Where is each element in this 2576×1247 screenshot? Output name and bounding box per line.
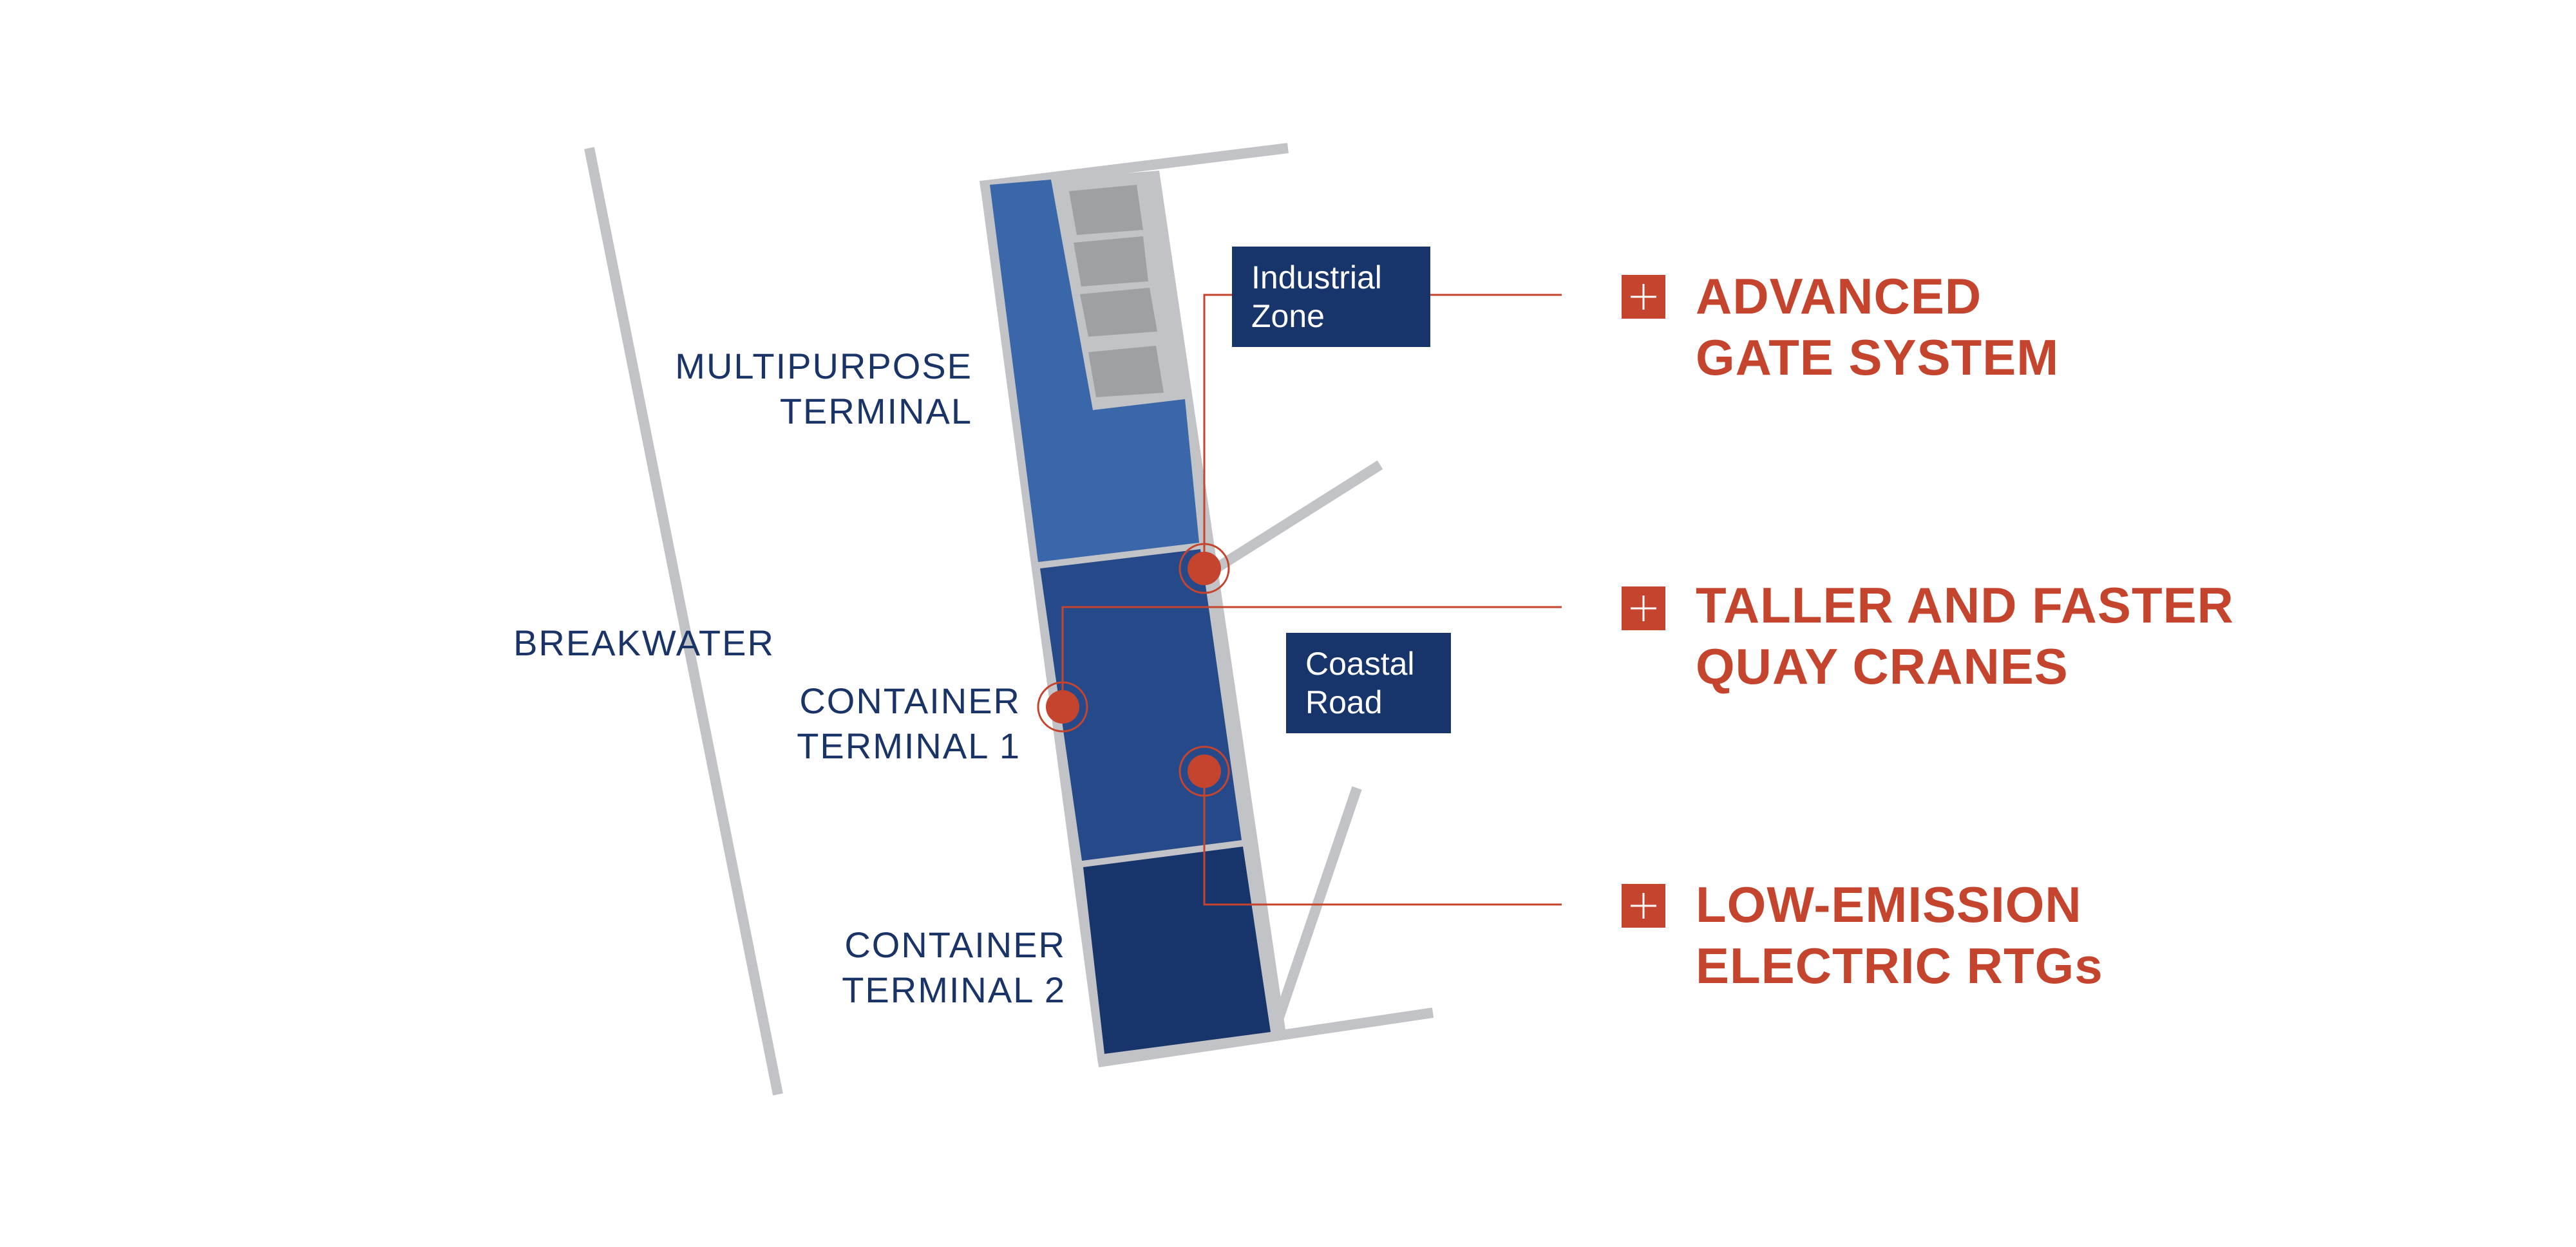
multipurpose-label-1: MULTIPURPOSE	[675, 346, 972, 386]
hotspot-gate[interactable]	[1179, 543, 1230, 594]
industrial-zone-label-1: Industrial	[1251, 259, 1382, 295]
industrial-block	[1074, 236, 1148, 286]
coastal-road-label-1: Coastal	[1305, 646, 1415, 682]
target-dot-icon	[1037, 681, 1088, 733]
pier-top-edge	[980, 143, 1289, 191]
feature-quay-cranes[interactable]: TALLER AND FASTER QUAY CRANES	[1622, 577, 2234, 695]
industrial-block	[1088, 346, 1164, 397]
container-terminal-1-area[interactable]	[1040, 549, 1242, 861]
target-dot-icon	[1179, 745, 1230, 797]
feature-rtgs-title-1: LOW-EMISSION	[1696, 876, 2082, 933]
feature-cranes-title-1: TALLER AND FASTER	[1696, 577, 2234, 633]
road-branch-lower	[1270, 786, 1362, 1031]
hotspot-rtgs[interactable]	[1179, 745, 1230, 797]
target-dot-icon	[1179, 543, 1230, 594]
ct2-label-2: TERMINAL 2	[842, 970, 1066, 1010]
feature-gate-title-1: ADVANCED	[1696, 268, 1982, 324]
breakwater-line	[584, 147, 783, 1096]
plus-square-icon[interactable]	[1622, 275, 1665, 319]
industrial-zone-label-2: Zone	[1251, 298, 1325, 334]
industrial-zone-box: Industrial Zone	[1232, 247, 1430, 347]
multipurpose-label-2: TERMINAL	[780, 391, 972, 431]
multipurpose-terminal-area[interactable]	[990, 180, 1199, 562]
industrial-block	[1069, 185, 1143, 235]
feature-rtgs-title-2: ELECTRIC RTGs	[1696, 937, 2103, 994]
road-branch-upper	[1202, 460, 1383, 579]
coastal-road-box: Coastal Road	[1286, 633, 1451, 733]
ct1-label-2: TERMINAL 1	[797, 726, 1021, 766]
feature-gate-title-2: GATE SYSTEM	[1696, 329, 2059, 386]
feature-electric-rtgs[interactable]: LOW-EMISSION ELECTRIC RTGs	[1622, 876, 2103, 994]
feature-cranes-title-2: QUAY CRANES	[1696, 638, 2069, 695]
leader-line-gate	[1203, 294, 1562, 568]
industrial-block	[1080, 288, 1157, 337]
ct1-label-1: CONTAINER	[799, 680, 1021, 721]
pier-bottom-edge	[1097, 1008, 1434, 1067]
hotspot-cranes[interactable]	[1037, 681, 1088, 733]
leader-line-cranes	[1061, 606, 1562, 707]
leader-line-rtgs	[1203, 771, 1562, 906]
breakwater-label: BREAKWATER	[513, 623, 775, 663]
container-terminal-2-area[interactable]	[1083, 847, 1271, 1054]
feature-gate-system[interactable]: ADVANCED GATE SYSTEM	[1622, 268, 2059, 386]
plus-square-icon[interactable]	[1622, 586, 1665, 630]
coastal-road-label-2: Road	[1305, 684, 1383, 720]
ct2-label-1: CONTAINER	[844, 924, 1066, 965]
plus-square-icon[interactable]	[1622, 884, 1665, 928]
